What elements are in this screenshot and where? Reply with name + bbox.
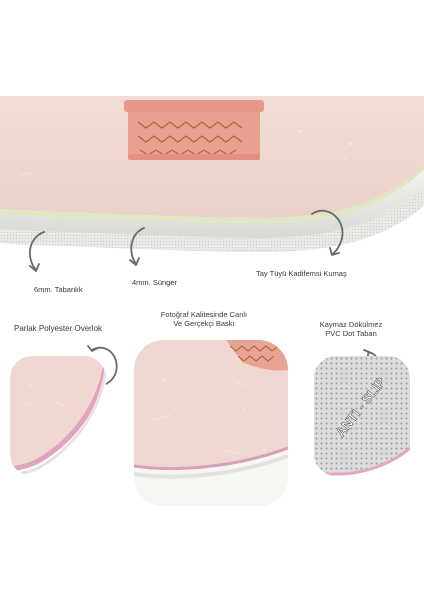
anti-slip-detail-image: ANTI - SLIP [314, 356, 410, 476]
label-polyester-overlock: Parlak Polyester Overlok [14, 324, 103, 333]
label-nonslip-line1: Kaymaz Dökülmez [319, 320, 383, 329]
overlock-detail-image [10, 356, 106, 476]
curved-arrow-icon [87, 345, 118, 385]
label-photo-quality: Fotoğraf Kalitesinde Canlı Ve Gerçekçi B… [146, 310, 262, 328]
sponge-layer [0, 170, 424, 238]
print-quality-detail-image [134, 340, 288, 506]
rug-cross-section-image [0, 96, 424, 256]
curved-arrow-icon [311, 209, 344, 256]
label-4mm-sponge: 4mm. Sünger [132, 278, 178, 287]
curved-arrow-icon [29, 231, 45, 272]
curved-arrow-icon [129, 227, 145, 266]
base-layer [0, 188, 424, 252]
label-6mm-base: 6mm. Tabanlık [34, 285, 83, 294]
label-velvet-fabric: Tay Tüyü Kadifemsi Kumaş [256, 269, 347, 278]
label-nonslip-line2: PVC Dot Taban [325, 329, 377, 338]
pot-motif [124, 100, 264, 160]
label-photo-quality-line1: Fotoğraf Kalitesinde Canlı [160, 310, 248, 319]
label-photo-quality-line2: Ve Gerçekçi Baskı [173, 319, 235, 328]
label-nonslip-base: Kaymaz Dökülmez PVC Dot Taban [306, 320, 396, 338]
